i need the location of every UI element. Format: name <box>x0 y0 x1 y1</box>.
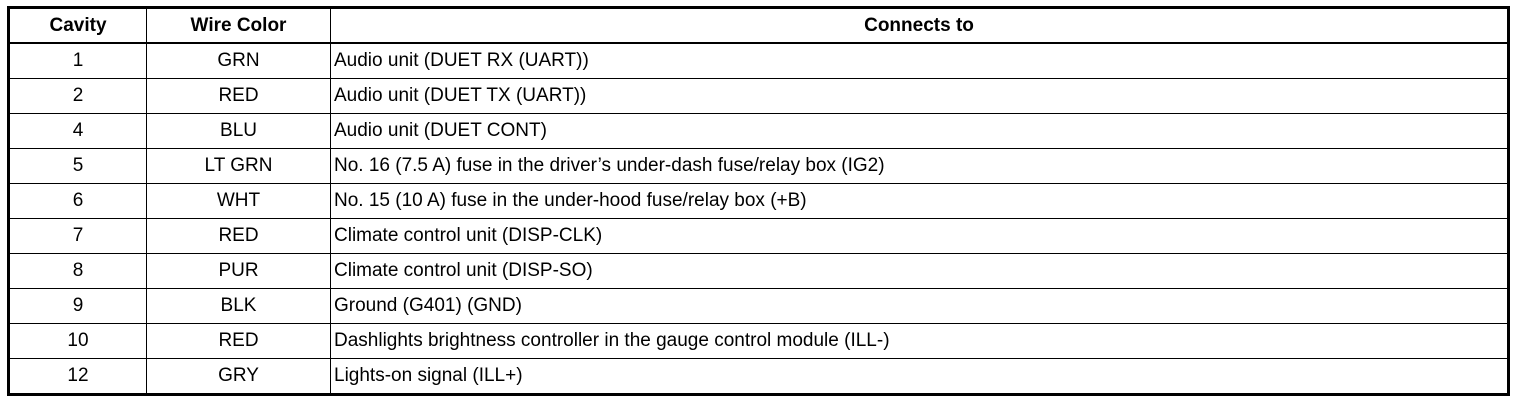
table-row: 4 BLU Audio unit (DUET CONT) <box>8 113 1509 149</box>
cavity-cell: 9 <box>8 288 147 324</box>
header-cavity: Cavity <box>8 7 147 44</box>
cavity-cell: 8 <box>8 253 147 289</box>
wire-color-cell: BLK <box>146 288 331 324</box>
connects-to-cell: Climate control unit (DISP-SO) <box>330 253 1509 289</box>
table-row: 1 GRN Audio unit (DUET RX (UART)) <box>8 42 1509 79</box>
header-wire-color: Wire Color <box>146 7 331 44</box>
connects-to-cell: Ground (G401) (GND) <box>330 288 1509 324</box>
wire-color-cell: BLU <box>146 113 331 149</box>
cavity-cell: 10 <box>8 323 147 359</box>
wire-color-cell: RED <box>146 78 331 114</box>
connects-to-cell: Audio unit (DUET TX (UART)) <box>330 78 1509 114</box>
cavity-cell: 6 <box>8 183 147 219</box>
wire-color-cell: WHT <box>146 183 331 219</box>
cavity-cell: 1 <box>8 42 147 79</box>
connects-to-cell: Lights-on signal (ILL+) <box>330 358 1509 395</box>
connects-to-cell: Audio unit (DUET RX (UART)) <box>330 42 1509 79</box>
table-row: 5 LT GRN No. 16 (7.5 A) fuse in the driv… <box>8 148 1509 184</box>
table-row: 9 BLK Ground (G401) (GND) <box>8 288 1509 324</box>
connector-pinout-table: Cavity Wire Color Connects to 1 GRN Audi… <box>7 6 1510 396</box>
wire-color-cell: GRY <box>146 358 331 395</box>
table-row: 10 RED Dashlights brightness controller … <box>8 323 1509 359</box>
cavity-cell: 4 <box>8 113 147 149</box>
cavity-cell: 12 <box>8 358 147 395</box>
connects-to-cell: Climate control unit (DISP-CLK) <box>330 218 1509 254</box>
connects-to-cell: Dashlights brightness controller in the … <box>330 323 1509 359</box>
table-row: 6 WHT No. 15 (10 A) fuse in the under-ho… <box>8 183 1509 219</box>
connects-to-cell: No. 16 (7.5 A) fuse in the driver’s unde… <box>330 148 1509 184</box>
cavity-cell: 7 <box>8 218 147 254</box>
table-row: 12 GRY Lights-on signal (ILL+) <box>8 358 1509 395</box>
table-row: 8 PUR Climate control unit (DISP-SO) <box>8 253 1509 289</box>
wire-color-cell: RED <box>146 323 331 359</box>
connector-table-container: Cavity Wire Color Connects to 1 GRN Audi… <box>7 6 1510 396</box>
cavity-cell: 5 <box>8 148 147 184</box>
connects-to-cell: No. 15 (10 A) fuse in the under-hood fus… <box>330 183 1509 219</box>
header-connects-to: Connects to <box>330 7 1509 44</box>
table-header-row: Cavity Wire Color Connects to <box>8 7 1509 44</box>
connects-to-cell: Audio unit (DUET CONT) <box>330 113 1509 149</box>
wire-color-cell: RED <box>146 218 331 254</box>
wire-color-cell: PUR <box>146 253 331 289</box>
table-row: 2 RED Audio unit (DUET TX (UART)) <box>8 78 1509 114</box>
table-row: 7 RED Climate control unit (DISP-CLK) <box>8 218 1509 254</box>
wire-color-cell: GRN <box>146 42 331 79</box>
cavity-cell: 2 <box>8 78 147 114</box>
wire-color-cell: LT GRN <box>146 148 331 184</box>
